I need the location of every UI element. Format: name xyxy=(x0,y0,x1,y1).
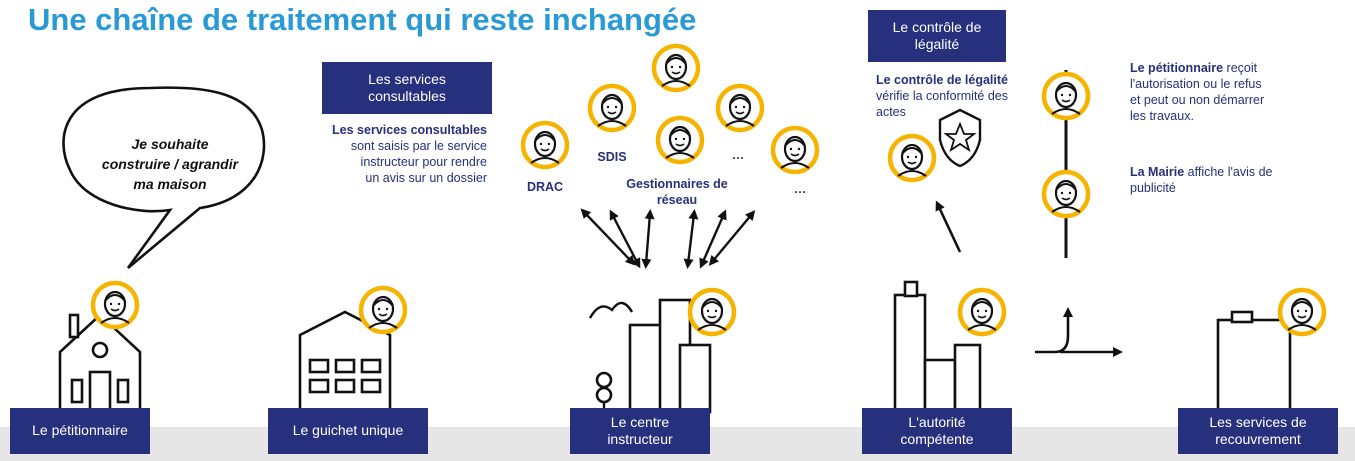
petitionnaire-desc-line-3: les travaux. xyxy=(1130,109,1194,123)
controle-legalite-box: Le contrôle de légalité xyxy=(868,10,1006,62)
services-description: Les services consultables sont saisis pa… xyxy=(322,122,487,186)
speech-bubble-text: Je souhaite construire / agrandir ma mai… xyxy=(95,134,245,194)
legalite-desc-line-2: actes xyxy=(876,105,906,119)
recouvrement-building xyxy=(1216,310,1292,414)
legalite-box-line-2: légalité xyxy=(914,36,960,52)
actor-recouvrement-line-2: recouvrement xyxy=(1215,431,1301,447)
actor-autorite-line-2: compétente xyxy=(900,431,974,447)
actor-recouvrement: Les services de recouvrement xyxy=(1178,408,1338,454)
petitionnaire-desc-rest: reçoit xyxy=(1223,61,1258,75)
services-box-line-1: Les services xyxy=(368,70,446,87)
actor-centre-instructeur: Le centre instructeur xyxy=(570,408,710,454)
legalite-box-line-1: Le contrôle de xyxy=(892,18,982,35)
petitionnaire-desc-bold: Le pétitionnaire xyxy=(1130,61,1224,75)
city-illustration xyxy=(588,298,712,414)
legalite-description: Le contrôle de légalité vérifie la confo… xyxy=(876,72,1036,120)
actor-autorite-competente: L'autorité compétente xyxy=(862,408,1012,454)
actor-centre-line-2: instructeur xyxy=(607,431,673,447)
actor-petitionnaire: Le pétitionnaire xyxy=(10,408,150,454)
actor-guichet-unique: Le guichet unique xyxy=(268,408,428,454)
label-ellipsis-2: … xyxy=(793,182,807,196)
house-illustration xyxy=(58,313,142,414)
actor-petitionnaire-label: Le pétitionnaire xyxy=(32,422,128,439)
speech-bubble xyxy=(62,86,266,269)
mairie-desc-rest: affiche l'avis de xyxy=(1184,165,1273,179)
actor-autorite-line-1: L'autorité xyxy=(908,413,966,430)
services-consultables-box: Les services consultables xyxy=(322,62,492,114)
label-drac: DRAC xyxy=(526,180,564,194)
actor-recouvrement-line-1: Les services de xyxy=(1209,413,1307,430)
services-box-line-2: consultables xyxy=(368,88,446,104)
actor-centre-line-1: Le centre xyxy=(610,413,670,430)
label-sdis: SDIS xyxy=(597,150,627,164)
legalite-desc-line-1: vérifie la conformité des xyxy=(876,89,1009,103)
shield-icon xyxy=(938,108,982,168)
reseau-line-1: Gestionnaires de xyxy=(626,177,728,191)
actor-guichet-label: Le guichet unique xyxy=(292,422,404,439)
reseau-line-2: réseau xyxy=(656,193,698,207)
services-desc-line-3: un avis sur un dossier xyxy=(365,171,487,185)
mairie-description: La Mairie affiche l'avis de publicité xyxy=(1130,164,1310,196)
petitionnaire-desc-line-1: l'autorisation ou le refus xyxy=(1130,77,1262,91)
bubble-line-1: Je souhaite xyxy=(131,136,209,152)
guichet-building xyxy=(298,310,392,414)
services-desc-bold: Les services consultables xyxy=(332,123,487,137)
petitionnaire-description: Le pétitionnaire reçoit l'autorisation o… xyxy=(1130,60,1310,124)
bubble-line-3: ma maison xyxy=(133,176,207,192)
services-desc-line-2: instructeur pour rendre xyxy=(360,155,487,169)
label-ellipsis-1: … xyxy=(731,148,745,162)
services-desc-line-1: sont saisis par le service xyxy=(350,139,487,153)
legalite-desc-bold: Le contrôle de légalité xyxy=(876,73,1008,87)
bubble-line-2: construire / agrandir xyxy=(101,156,239,172)
authority-building xyxy=(893,280,982,414)
page-title: Une chaîne de traitement qui reste incha… xyxy=(28,2,697,37)
mairie-desc-bold: La Mairie xyxy=(1130,165,1185,179)
mairie-desc-line-1: publicité xyxy=(1130,181,1176,195)
label-gestionnaires-reseau: Gestionnaires de réseau xyxy=(615,176,739,208)
petitionnaire-desc-line-2: et peut ou non démarrer xyxy=(1130,93,1265,107)
